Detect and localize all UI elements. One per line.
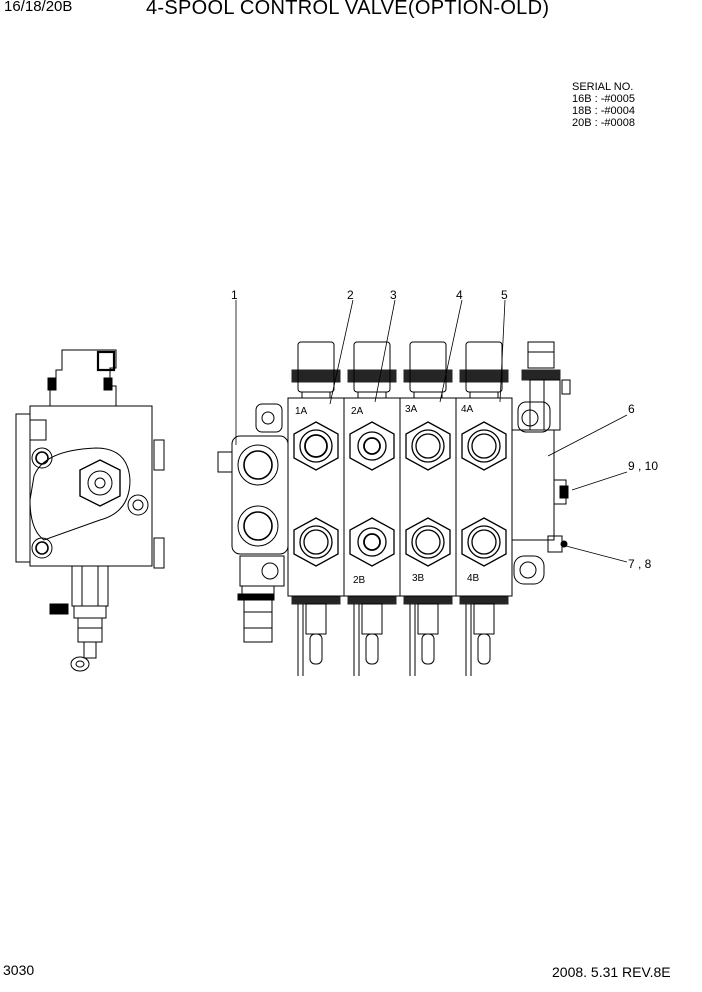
port-labels: 1A 2A 3A 4A 2B 3B 4B [295, 404, 480, 586]
callout-7-8: 7 , 8 [628, 557, 652, 571]
callout-6: 6 [628, 402, 635, 416]
page-number: 3030 [3, 962, 35, 978]
port-label-2a: 2A [351, 406, 364, 417]
port-label-3b: 3B [412, 573, 425, 584]
serial-heading: SERIAL NO. [572, 81, 634, 93]
callout-4: 4 [456, 288, 463, 302]
callout-5: 5 [501, 288, 508, 302]
revision-date: 2008. 5.31 REV.8E [552, 964, 671, 980]
model-code: 16/18/20B [4, 0, 73, 15]
spool-sections [287, 341, 513, 676]
callout-9-10: 9 , 10 [628, 459, 658, 473]
callout-2: 2 [347, 288, 354, 302]
callout-3: 3 [390, 288, 397, 302]
leader-lines [235, 299, 628, 563]
callout-1: 1 [231, 288, 238, 302]
port-label-3a: 3A [405, 404, 418, 415]
front-view [217, 341, 571, 676]
serial-number-block: SERIAL NO. 16B : -#0005 18B : -#0004 20B… [572, 81, 635, 129]
port-label-4b: 4B [467, 573, 480, 584]
port-label-1a: 1A [295, 406, 308, 417]
port-label-4a: 4A [461, 404, 474, 415]
serial-line: 18B : -#0004 [572, 105, 635, 117]
port-label-2b: 2B [353, 575, 366, 586]
callout-labels: 1 2 3 4 5 6 9 , 10 7 , 8 [231, 288, 658, 571]
side-view [15, 349, 165, 672]
page-title: 4-SPOOL CONTROL VALVE(OPTION-OLD) [146, 0, 550, 19]
serial-line: 16B : -#0005 [572, 93, 635, 105]
serial-line: 20B : -#0008 [572, 117, 635, 129]
